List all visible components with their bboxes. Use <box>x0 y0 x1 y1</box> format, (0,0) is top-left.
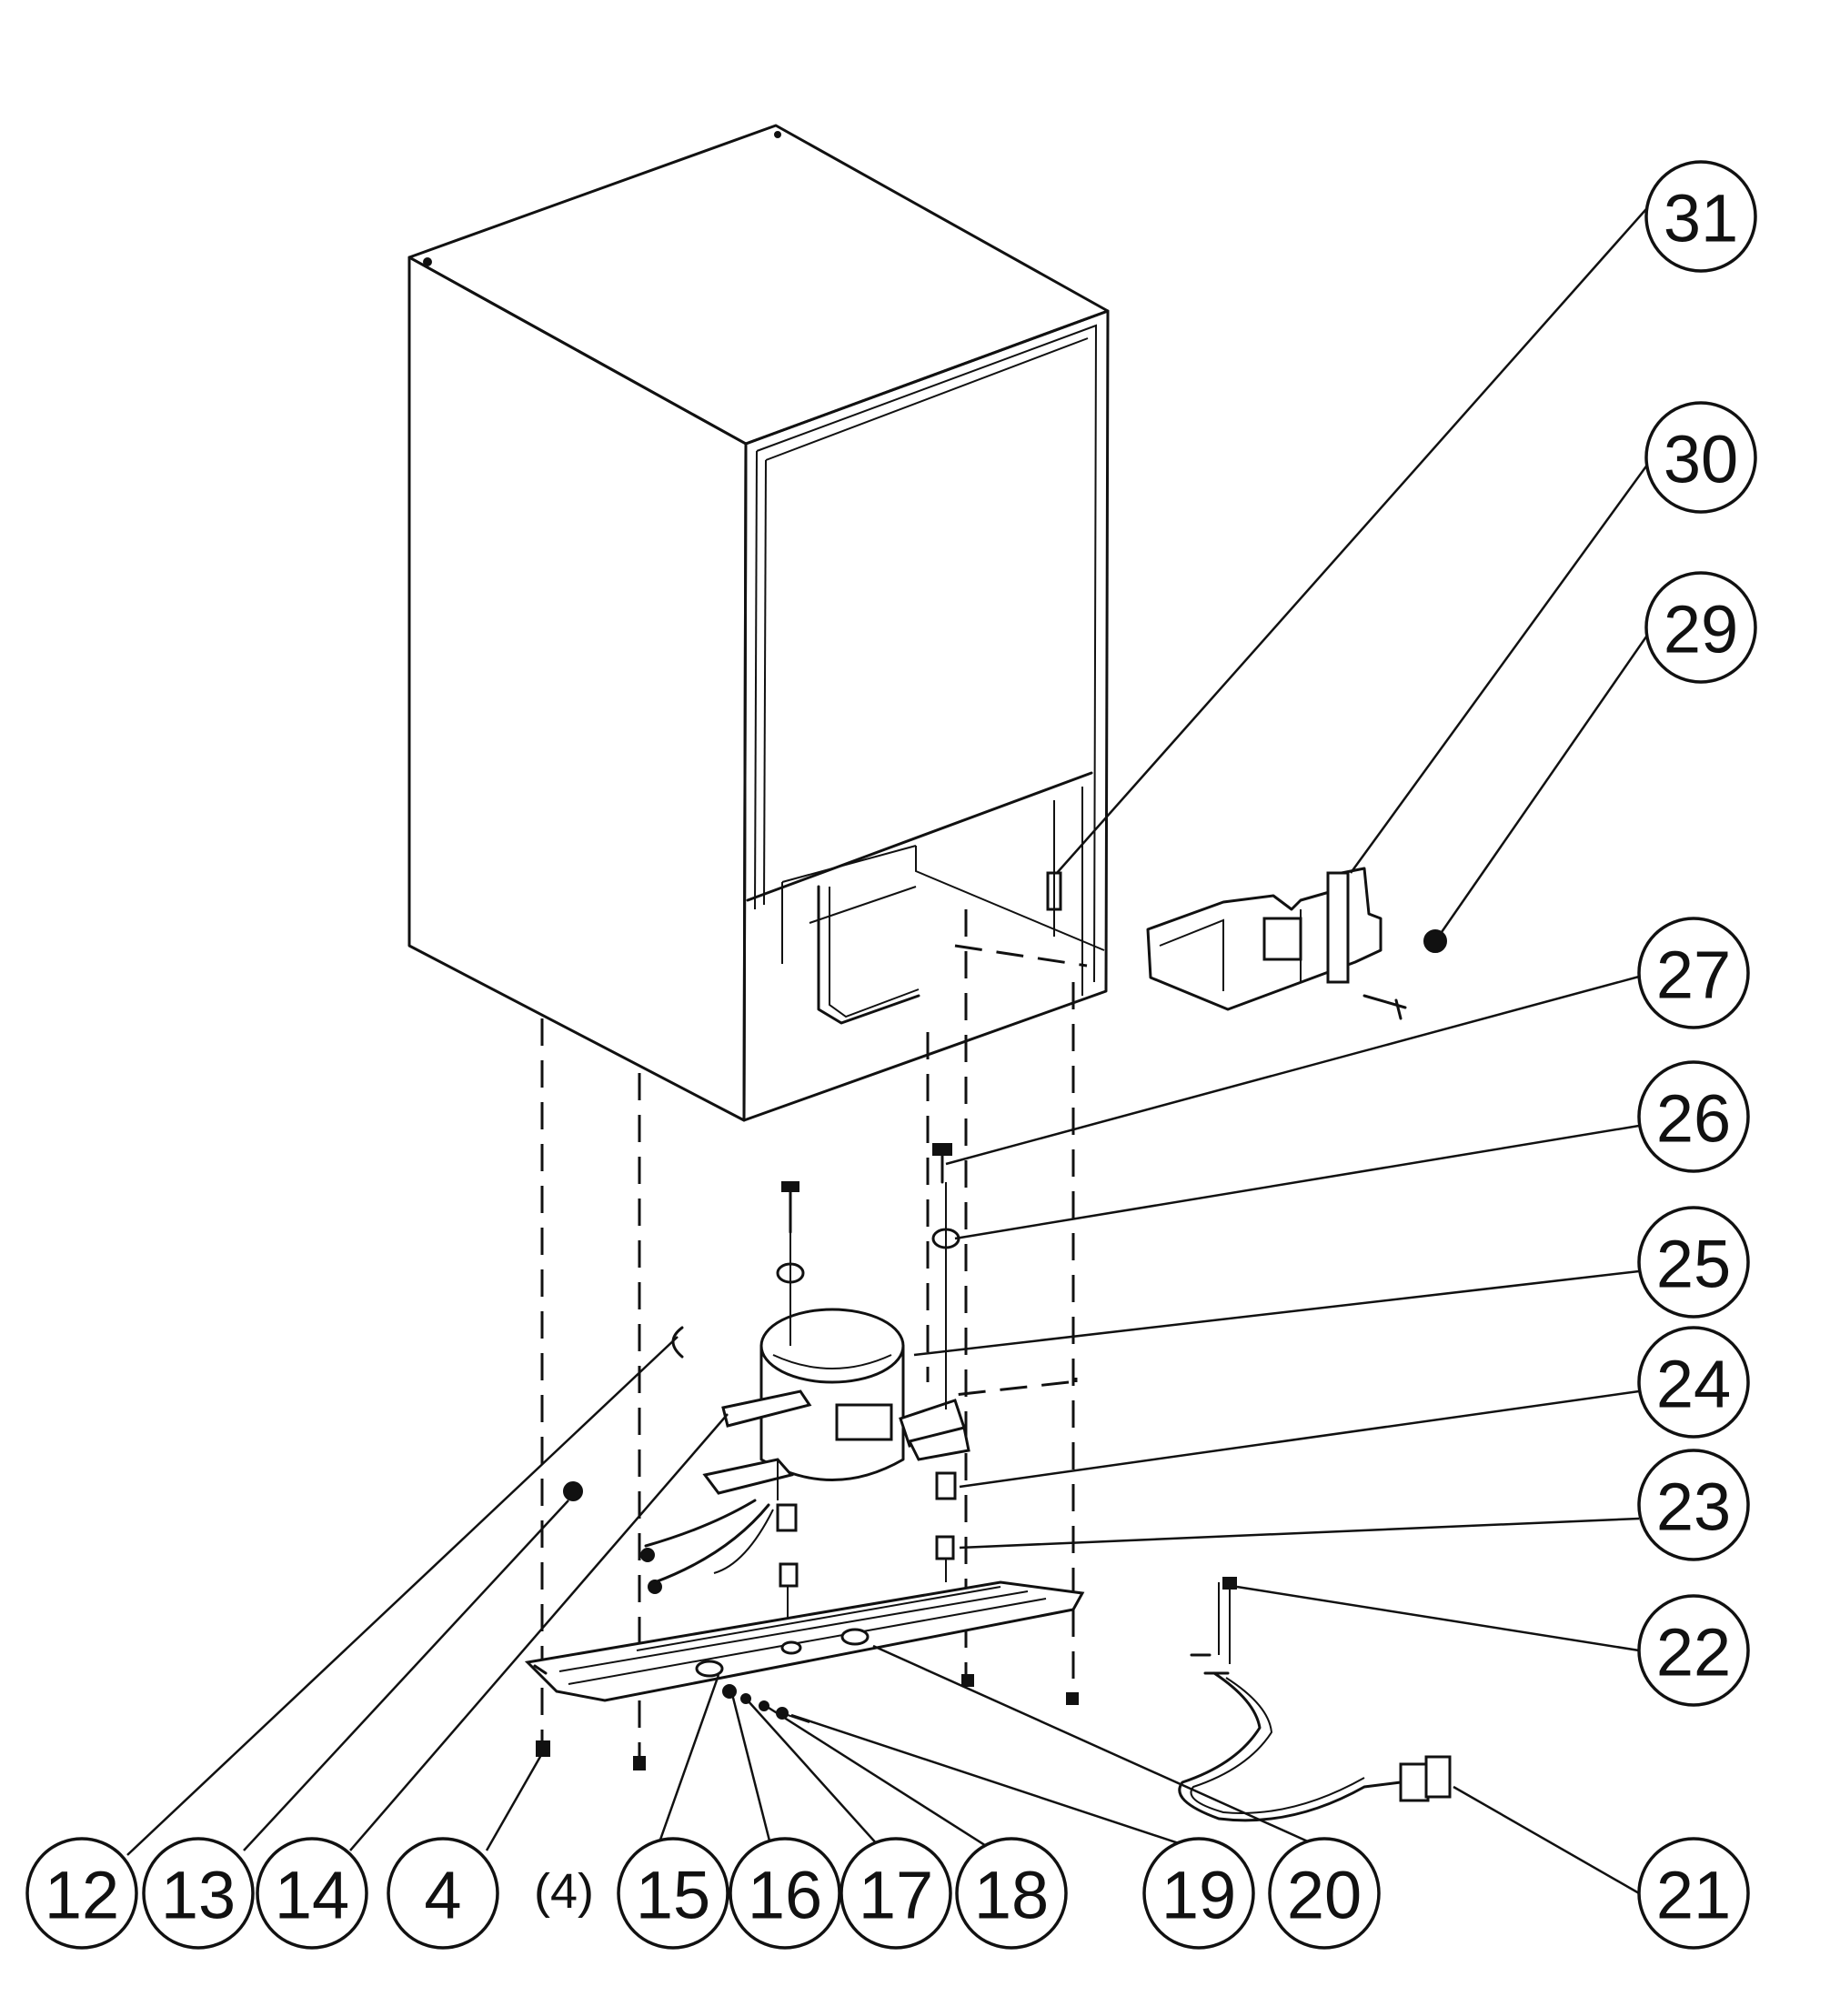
callout-number: 30 <box>1664 422 1738 497</box>
callout-circle <box>1637 1449 1750 1561</box>
callout-18: 18 <box>955 1837 1068 1950</box>
callout-number: 29 <box>1664 592 1738 667</box>
callout-number: 12 <box>45 1858 119 1933</box>
callout-circle <box>1644 160 1757 273</box>
callout-number: 26 <box>1656 1081 1731 1157</box>
callout-23: 23 <box>1637 1449 1750 1561</box>
callout-12: 12 <box>25 1837 138 1950</box>
callout-circle <box>1637 917 1750 1029</box>
mounting-bolts <box>563 1143 960 1646</box>
callout-4: 4 <box>387 1837 499 1950</box>
callout-circle <box>1637 1206 1750 1319</box>
callout-number: 27 <box>1656 938 1731 1013</box>
callout-circle <box>1142 1837 1255 1950</box>
callout-number: 19 <box>1161 1858 1236 1933</box>
callout-25: 25 <box>1637 1206 1750 1319</box>
callout-number: 15 <box>636 1858 710 1933</box>
callout-circle <box>1637 1060 1750 1173</box>
callout-16: 16 <box>729 1837 841 1950</box>
callout-21: 21 <box>1637 1837 1750 1950</box>
pump-assembly <box>1146 867 1383 1011</box>
callout-circle <box>1637 1326 1750 1439</box>
callout-circle <box>25 1837 138 1950</box>
cabinet-body <box>407 124 1110 1122</box>
callout-31: 31 <box>1644 160 1757 273</box>
callout-number: 18 <box>974 1858 1049 1933</box>
callout-30: 30 <box>1644 401 1757 514</box>
leader-lines <box>126 201 1654 1895</box>
base-rail <box>524 1580 1085 1770</box>
callout-20: 20 <box>1268 1837 1381 1950</box>
callout-number: 20 <box>1287 1858 1362 1933</box>
callout-number: 14 <box>275 1858 349 1933</box>
callout-number: 13 <box>161 1858 236 1933</box>
compressor <box>640 1308 970 1594</box>
callout-circle <box>387 1837 499 1950</box>
callout-number: 17 <box>859 1858 933 1933</box>
callout-13: 13 <box>142 1837 255 1950</box>
pump-screw <box>1362 994 1407 1020</box>
callout-circle <box>1637 1837 1750 1950</box>
callout-15: 15 <box>617 1837 729 1950</box>
callout-number: 22 <box>1656 1615 1731 1690</box>
callout-number: 31 <box>1664 181 1738 256</box>
callout-circle <box>1637 1594 1750 1707</box>
callout-number: 25 <box>1656 1227 1731 1302</box>
callout-17: 17 <box>840 1837 952 1950</box>
callout-22: 22 <box>1637 1594 1750 1707</box>
callout-circle <box>256 1837 368 1950</box>
quantity-note: (4) <box>534 1864 594 1919</box>
callout-circle <box>729 1837 841 1950</box>
callout-number: 23 <box>1656 1469 1731 1545</box>
callout-circle <box>840 1837 952 1950</box>
callout-14: 14 <box>256 1837 368 1950</box>
callout-29: 29 <box>1644 571 1757 684</box>
callout-circle <box>955 1837 1068 1950</box>
callout-number: 24 <box>1656 1347 1731 1422</box>
callout-19: 19 <box>1142 1837 1255 1950</box>
callout-number: 21 <box>1656 1858 1731 1933</box>
callout-24: 24 <box>1637 1326 1750 1439</box>
part-29-nut <box>1423 929 1447 953</box>
callout-circle <box>142 1837 255 1950</box>
callout-circle <box>1644 401 1757 514</box>
callout-number: 4 <box>424 1858 461 1933</box>
callout-number: 16 <box>748 1858 822 1933</box>
callout-circle <box>617 1837 729 1950</box>
callout-27: 27 <box>1637 917 1750 1029</box>
callout-circle <box>1644 571 1757 684</box>
callout-circle <box>1268 1837 1381 1950</box>
callout-26: 26 <box>1637 1060 1750 1173</box>
callout-bubbles: 31 30 29 27 26 25 24 23 22 21 12 13 14 4 15 16 17 18 19 20 <box>25 160 1757 1950</box>
